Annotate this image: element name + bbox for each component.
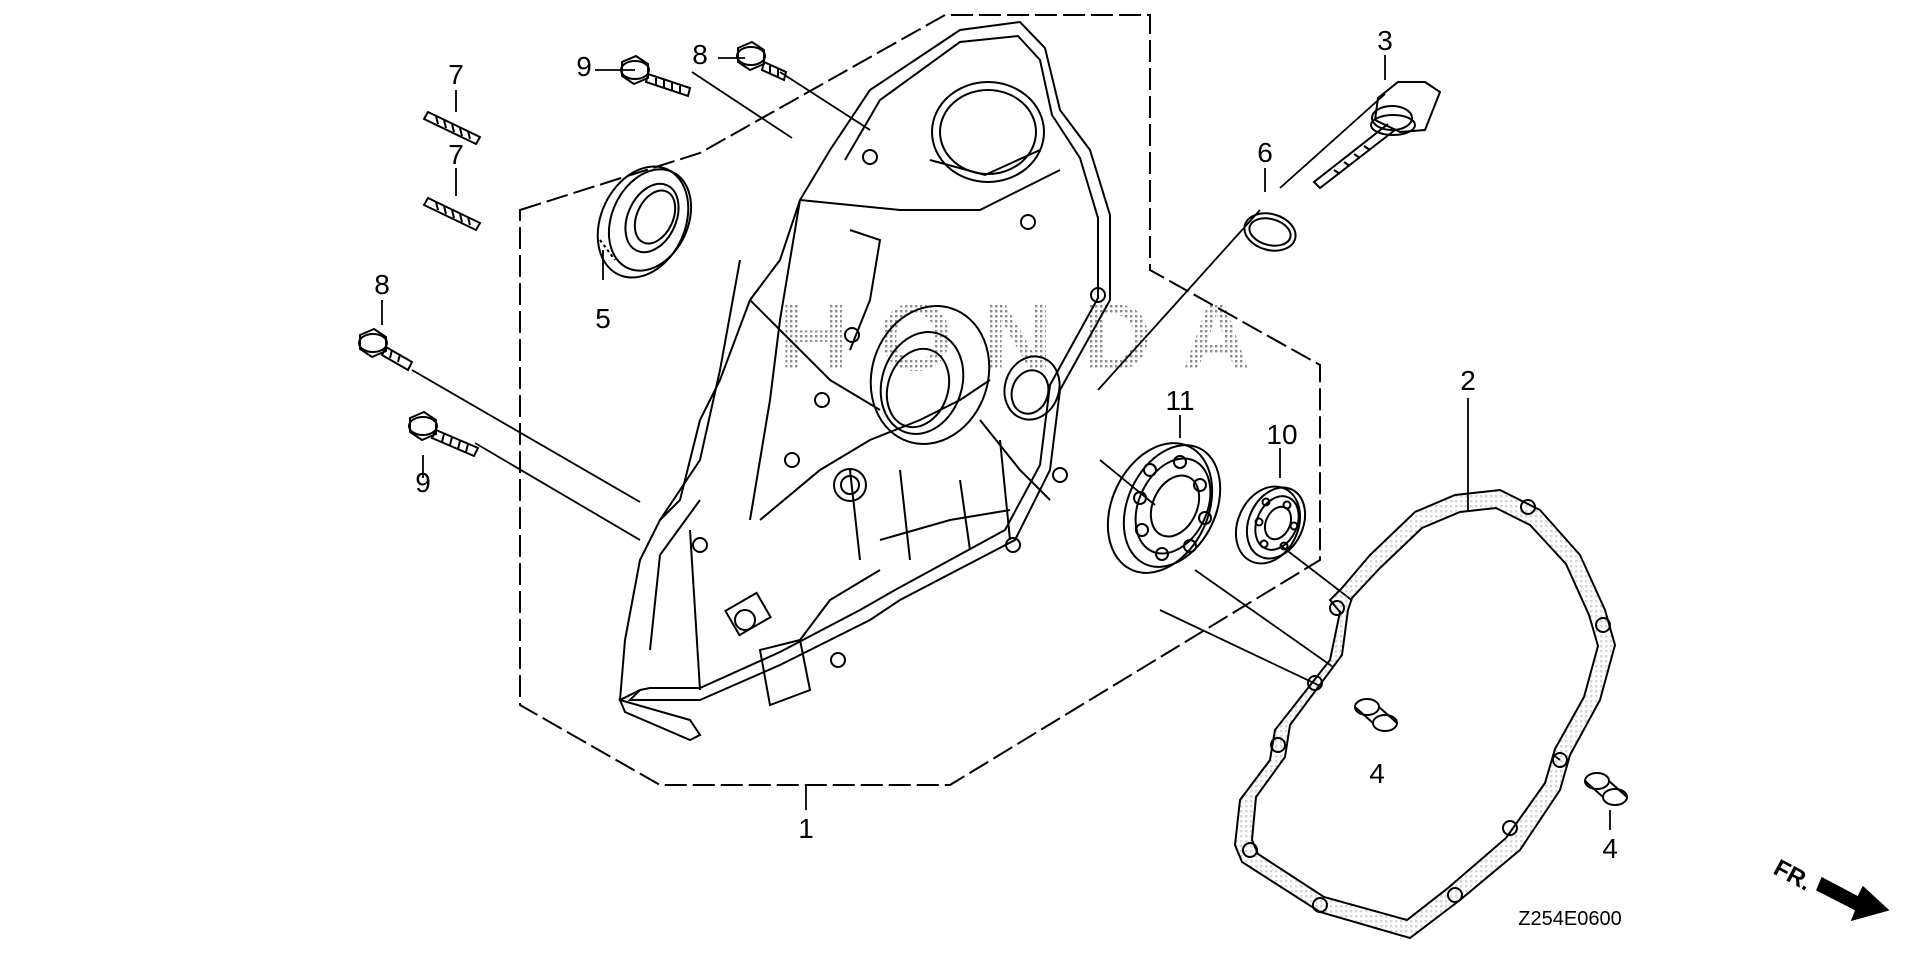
flange-bolt-top-8[interactable] <box>736 40 788 82</box>
callout-3[interactable]: 3 <box>1377 25 1393 56</box>
callout-8-left[interactable]: 8 <box>374 269 390 300</box>
stud-bolt-lower[interactable] <box>422 196 482 232</box>
callout-4-right[interactable]: 4 <box>1602 833 1618 864</box>
flange-bolt-left-8[interactable] <box>358 327 414 372</box>
oil-filler-cap[interactable] <box>1312 81 1442 190</box>
ball-bearing-large[interactable] <box>1088 426 1239 590</box>
callout-labels: 1 2 3 4 4 5 6 7 7 8 8 9 9 10 11 <box>374 25 1618 864</box>
stud-bolt-upper[interactable] <box>422 110 482 146</box>
flange-bolt-left-9[interactable] <box>408 410 480 458</box>
callout-7-top[interactable]: 7 <box>448 59 464 90</box>
crankcase-cover[interactable] <box>618 20 1111 742</box>
callout-8-top[interactable]: 8 <box>692 39 708 70</box>
assembly-dashed-outline <box>519 14 1321 786</box>
fr-arrow-icon <box>1816 876 1890 922</box>
callout-11[interactable]: 11 <box>1165 385 1194 416</box>
fr-label: FR. <box>1769 854 1816 896</box>
callout-7-bottom[interactable]: 7 <box>448 139 464 170</box>
front-direction-indicator: FR. <box>1769 854 1890 922</box>
callout-4-left[interactable]: 4 <box>1369 758 1385 789</box>
ball-bearing-small[interactable] <box>1224 476 1316 574</box>
flange-bolt-top-9[interactable] <box>620 54 692 98</box>
callout-10[interactable]: 10 <box>1266 419 1297 450</box>
o-ring[interactable] <box>1240 208 1300 256</box>
diagram-code: Z254E0600 <box>1518 908 1621 930</box>
callout-6[interactable]: 6 <box>1257 137 1273 168</box>
oil-seal[interactable] <box>580 152 706 293</box>
callout-5[interactable]: 5 <box>595 303 611 334</box>
callout-9-left[interactable]: 9 <box>415 467 431 498</box>
callout-9-top[interactable]: 9 <box>576 51 592 82</box>
dowel-pin-left[interactable] <box>1354 698 1398 732</box>
dowel-pin-right[interactable] <box>1584 772 1628 806</box>
callout-2[interactable]: 2 <box>1460 365 1476 396</box>
gasket[interactable] <box>1233 488 1617 940</box>
callout-1[interactable]: 1 <box>798 813 814 844</box>
